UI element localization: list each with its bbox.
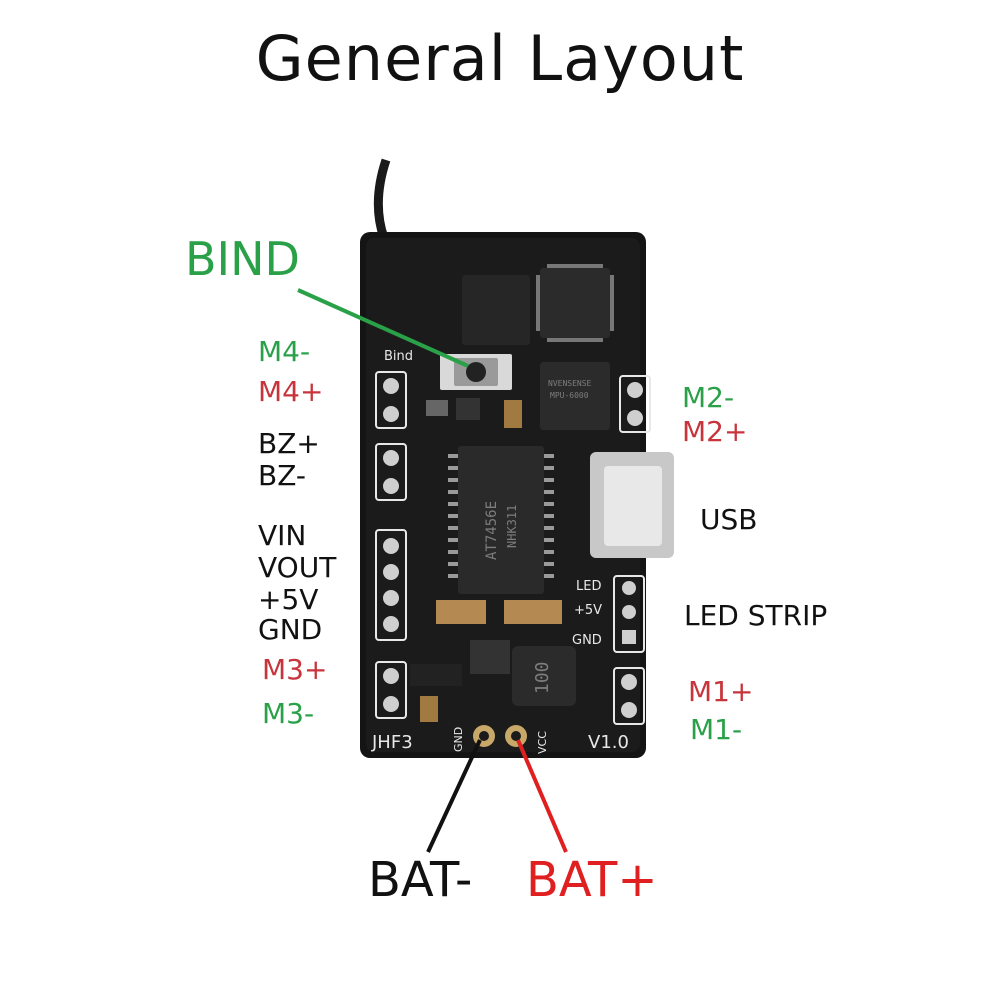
svg-text:MPU-6000: MPU-6000 <box>550 391 589 400</box>
silk-board-name: JHF3 <box>371 732 413 753</box>
antenna-wire <box>373 158 391 240</box>
label-m3-minus: M3- <box>262 697 315 730</box>
svg-text:100: 100 <box>532 661 553 694</box>
label-m4-minus: M4- <box>258 335 311 368</box>
label-bz-minus: BZ- <box>258 459 307 492</box>
svg-text:NHK311: NHK311 <box>505 505 519 548</box>
label-m2-minus: M2- <box>682 381 735 414</box>
silk-pad-vcc: VCC <box>536 731 549 754</box>
imu-chip-text: NVENSENSE <box>548 379 592 388</box>
bind-pointer-line <box>297 288 469 368</box>
label-bind: BIND <box>185 232 300 286</box>
imu-chip <box>540 362 610 430</box>
power-pads <box>375 529 407 641</box>
silk-pad-gnd: GND <box>452 727 465 752</box>
label-bz-plus: BZ+ <box>258 427 320 460</box>
label-gnd: GND <box>258 613 323 646</box>
m4-pads <box>375 371 407 429</box>
m1-pads <box>613 667 645 725</box>
label-bat-plus: BAT+ <box>526 852 658 908</box>
rx-chip <box>462 275 530 345</box>
label-plus5v: +5V <box>258 583 319 616</box>
page-title: General Layout <box>255 22 745 95</box>
label-vin: VIN <box>258 519 307 552</box>
osd-chip <box>458 446 544 594</box>
silk-bind: Bind <box>384 349 413 364</box>
silk-led: LED <box>576 579 601 594</box>
osd-chip-text: AT7456E <box>484 501 500 560</box>
inductor <box>512 646 576 706</box>
silk-version: V1.0 <box>588 732 629 753</box>
label-vout: VOUT <box>258 551 337 584</box>
bind-button <box>466 362 486 382</box>
m2-pads <box>619 375 651 433</box>
label-m4-plus: M4+ <box>258 375 324 408</box>
m3-pads <box>375 661 407 719</box>
label-led-strip: LED STRIP <box>684 599 828 632</box>
label-bat-minus: BAT- <box>368 852 473 908</box>
silk-gnd: GND <box>572 633 602 648</box>
label-m1-minus: M1- <box>690 713 743 746</box>
label-usb: USB <box>700 503 758 536</box>
led-pads <box>613 575 645 653</box>
bz-pads <box>375 443 407 501</box>
mcu-chip <box>540 268 610 338</box>
label-m3-plus: M3+ <box>262 653 328 686</box>
silk-5v: +5V <box>574 603 602 618</box>
bat-plus-pointer-line <box>516 739 568 853</box>
bat-minus-pointer-line <box>426 739 482 853</box>
label-m1-plus: M1+ <box>688 675 754 708</box>
label-m2-plus: M2+ <box>682 415 748 448</box>
